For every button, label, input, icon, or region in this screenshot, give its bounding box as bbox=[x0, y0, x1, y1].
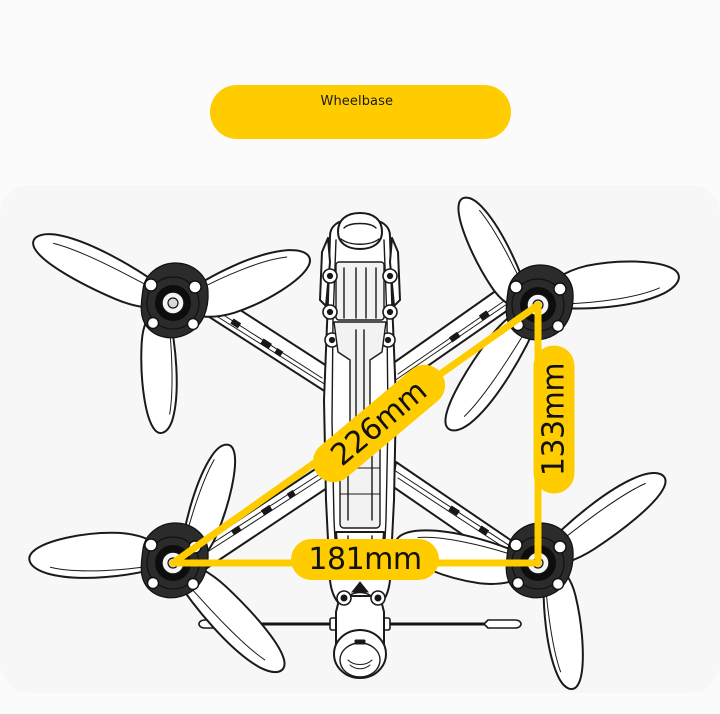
dimension-vertical-text: 133mm bbox=[536, 362, 572, 477]
wheelbase-title-label: Wheelbase bbox=[320, 94, 394, 109]
dimension-label-horizontal: 181mm bbox=[291, 539, 439, 580]
dimension-label-vertical: 133mm bbox=[533, 345, 575, 494]
dimension-horizontal-text: 181mm bbox=[308, 542, 422, 577]
wheelbase-title-pill: Wheelbase bbox=[210, 85, 511, 139]
